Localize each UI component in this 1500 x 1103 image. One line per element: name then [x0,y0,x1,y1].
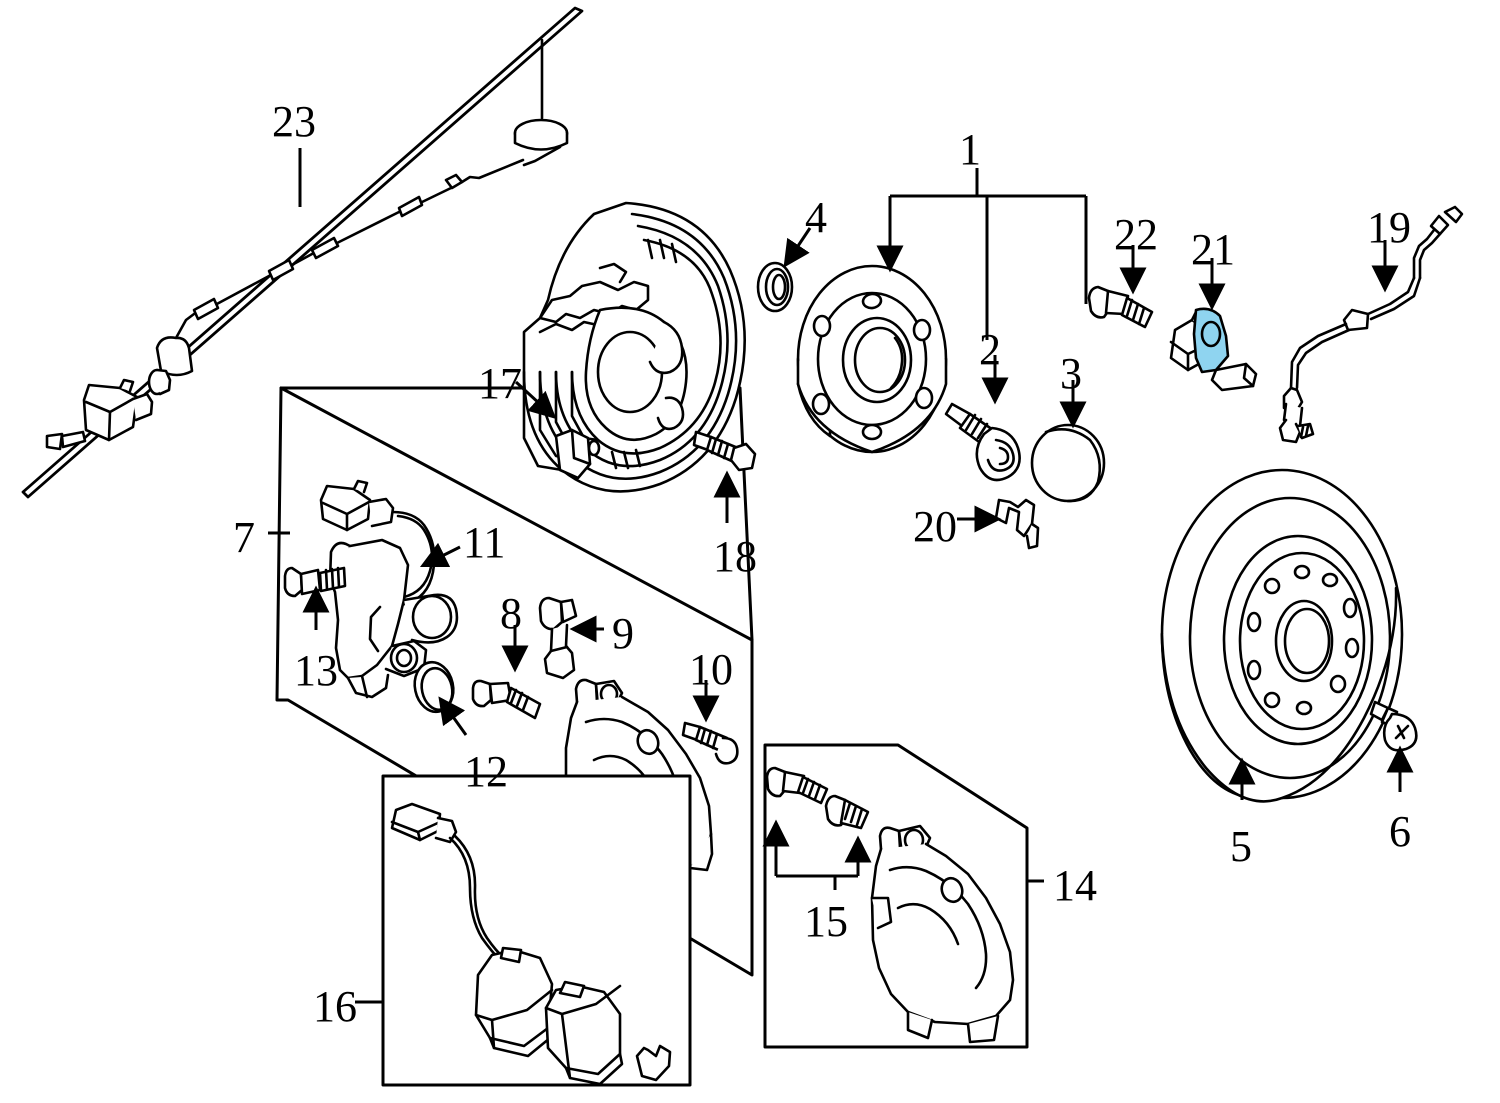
callout-label-22: 22 [1114,210,1158,259]
retaining-clip-part [994,498,1040,550]
splash-shield-part [522,201,746,493]
caliper-guide-bolt-part [681,721,739,765]
parking-brake-cable-part [45,38,569,451]
guide-pin-set-part [765,766,870,830]
callout-label-5: 5 [1230,822,1252,871]
callout-label-8: 8 [500,589,522,638]
bleeder-screw-part [471,679,542,720]
callout-label-20: 20 [913,502,957,551]
leader-17 [514,380,557,420]
splash-shield-bolt-part [692,430,757,472]
callout-label-1: 1 [959,125,981,174]
hub-cap-part [1030,423,1106,503]
leader-15-bracket [774,830,860,890]
callout-label-15: 15 [804,897,848,946]
seal-ring-part [756,261,794,313]
callout-label-4: 4 [805,193,827,242]
brake-hose-part [1278,205,1464,444]
callout-label-13: 13 [294,646,338,695]
abs-sensor-bolt-part [1087,285,1154,329]
leader-lines [268,148,1414,1004]
callout-label-18: 18 [713,532,757,581]
callout-label-19: 19 [1367,203,1411,252]
callout-label-21: 21 [1191,225,1235,274]
callout-label-11: 11 [463,518,506,567]
callout-label-9: 9 [612,609,634,658]
leader-11 [419,542,461,568]
leader-12 [438,696,468,736]
callout-label-6: 6 [1389,807,1411,856]
callout-label-14: 14 [1053,861,1097,910]
wheel-hub-part [796,264,948,454]
callout-label-2: 2 [979,325,1001,374]
axle-bolt-part [944,402,1021,482]
callout-label-7: 7 [233,513,255,562]
callout-label-12: 12 [464,747,508,796]
callout-label-16: 16 [313,982,357,1031]
caliper-bracket-part [870,824,1015,1044]
callout-label-3: 3 [1060,349,1082,398]
leader-4 [783,227,812,268]
callout-label-23: 23 [272,97,316,146]
callout-label-10: 10 [689,645,733,694]
abs-sensor-bracket-part [1169,307,1258,392]
disc-retaining-screw-part [1369,700,1418,752]
callout-label-17: 17 [478,359,522,408]
brake-pad-set-part [390,802,672,1086]
brake-disc-part [1160,468,1404,803]
